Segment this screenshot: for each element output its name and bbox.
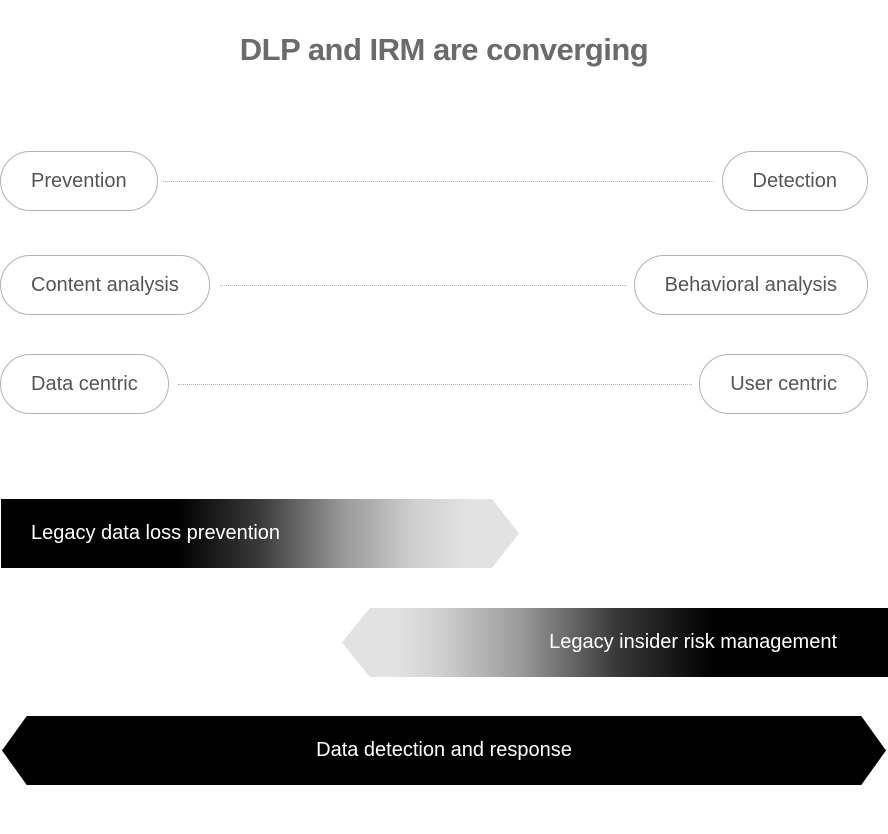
pill-behavioral-analysis: Behavioral analysis <box>633 255 868 315</box>
arrow-legacy-irm: Legacy insider risk management <box>342 608 888 677</box>
arrow-label-dlp: Legacy data loss prevention <box>31 522 281 544</box>
connector-line <box>163 181 714 182</box>
spectrum-row-3: Data centric User centric <box>0 354 888 416</box>
spectrum-row-1: Prevention Detection <box>0 151 888 213</box>
arrow-label-ddr: Data detection and response <box>316 739 572 761</box>
arrow-label-irm: Legacy insider risk management <box>549 631 837 653</box>
connector-line <box>220 285 627 286</box>
spectrum-row-2: Content analysis Behavioral analysis <box>0 255 888 317</box>
pill-prevention: Prevention <box>0 151 158 211</box>
pill-user-centric: User centric <box>699 354 868 414</box>
pill-content-analysis: Content analysis <box>0 255 210 315</box>
pill-data-centric: Data centric <box>0 354 169 414</box>
diagram-title: DLP and IRM are converging <box>239 32 649 67</box>
connector-line <box>178 384 692 385</box>
arrow-data-detection-response: Data detection and response <box>2 716 886 785</box>
arrow-legacy-dlp: Legacy data loss prevention <box>1 499 519 568</box>
pill-detection: Detection <box>721 151 868 211</box>
